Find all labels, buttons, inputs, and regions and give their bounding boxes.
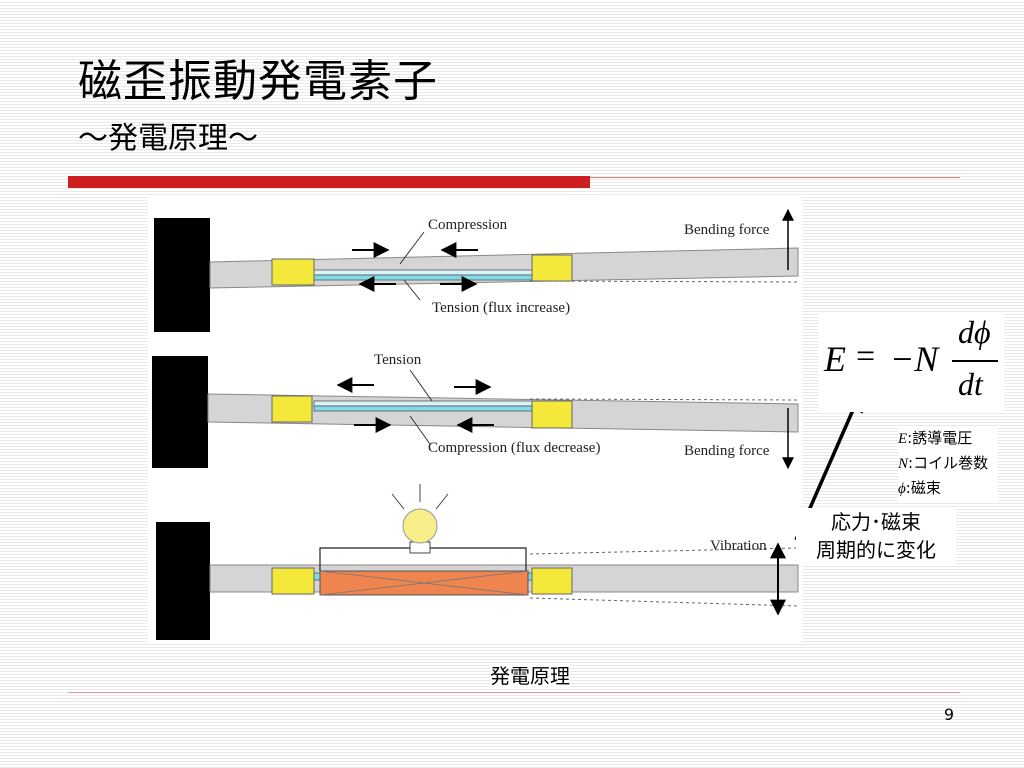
tension-flux-increase-label: Tension (flux increase) [432,300,571,316]
clamp-block [154,218,210,332]
formula-denominator: dt [958,366,983,402]
principle-diagram [152,208,799,640]
spacer-block [271,567,315,595]
magnetostrictive-strip [313,274,533,281]
compression-flux-decrease-label: Compression (flux decrease) [428,440,601,456]
light-bulb [402,508,438,544]
spacer-block [531,567,573,595]
figure-caption: 発電原理 [490,664,570,688]
magnetostrictive-strip [313,400,533,407]
magnetostrictive-strip [313,405,533,412]
induced-voltage-formula: E = −N dϕ dt [818,312,1004,412]
title-underline-thin [590,177,960,178]
bulb-base [409,541,431,554]
spacer-block [531,400,573,429]
clamp-block [152,356,208,468]
spacer-block [271,258,315,286]
slide-title: 磁歪振動発電素子 [78,56,438,107]
footer-divider [68,692,960,693]
formula-equals: = [856,338,876,375]
formula-coefficient: −N [890,339,939,379]
legend-item: E:誘導電圧 [898,429,973,447]
spacer-block [271,395,313,423]
slide-subtitle: ～発電原理～ [78,121,258,156]
formula-lhs: E [824,339,846,379]
panel-bending-up [154,208,799,332]
principle-figure: Compression Tension (flux increase) Bend… [148,196,802,644]
clamp-block [156,522,210,640]
title-underline-accent [68,176,590,188]
legend-item: N:コイル巻数 [898,454,989,472]
tension-label: Tension [374,352,422,368]
panel-vibration [156,484,799,640]
stress-flux-note: 応力･磁束 周期的に変化 [796,508,956,564]
vibration-label: Vibration [710,538,767,554]
legend-item: ϕ:磁束 [898,479,941,497]
bending-force-label: Bending force [684,443,770,459]
symbol-legend: E:誘導電圧 N:コイル巻数 ϕ:磁束 [898,426,998,501]
formula-numerator: dϕ [958,314,991,350]
compression-label: Compression [428,217,508,233]
fraction-bar [952,360,998,362]
magnetostrictive-strip [313,269,533,276]
page-number: 9 [943,705,954,724]
spacer-block [531,254,573,282]
bending-force-label: Bending force [684,222,770,238]
